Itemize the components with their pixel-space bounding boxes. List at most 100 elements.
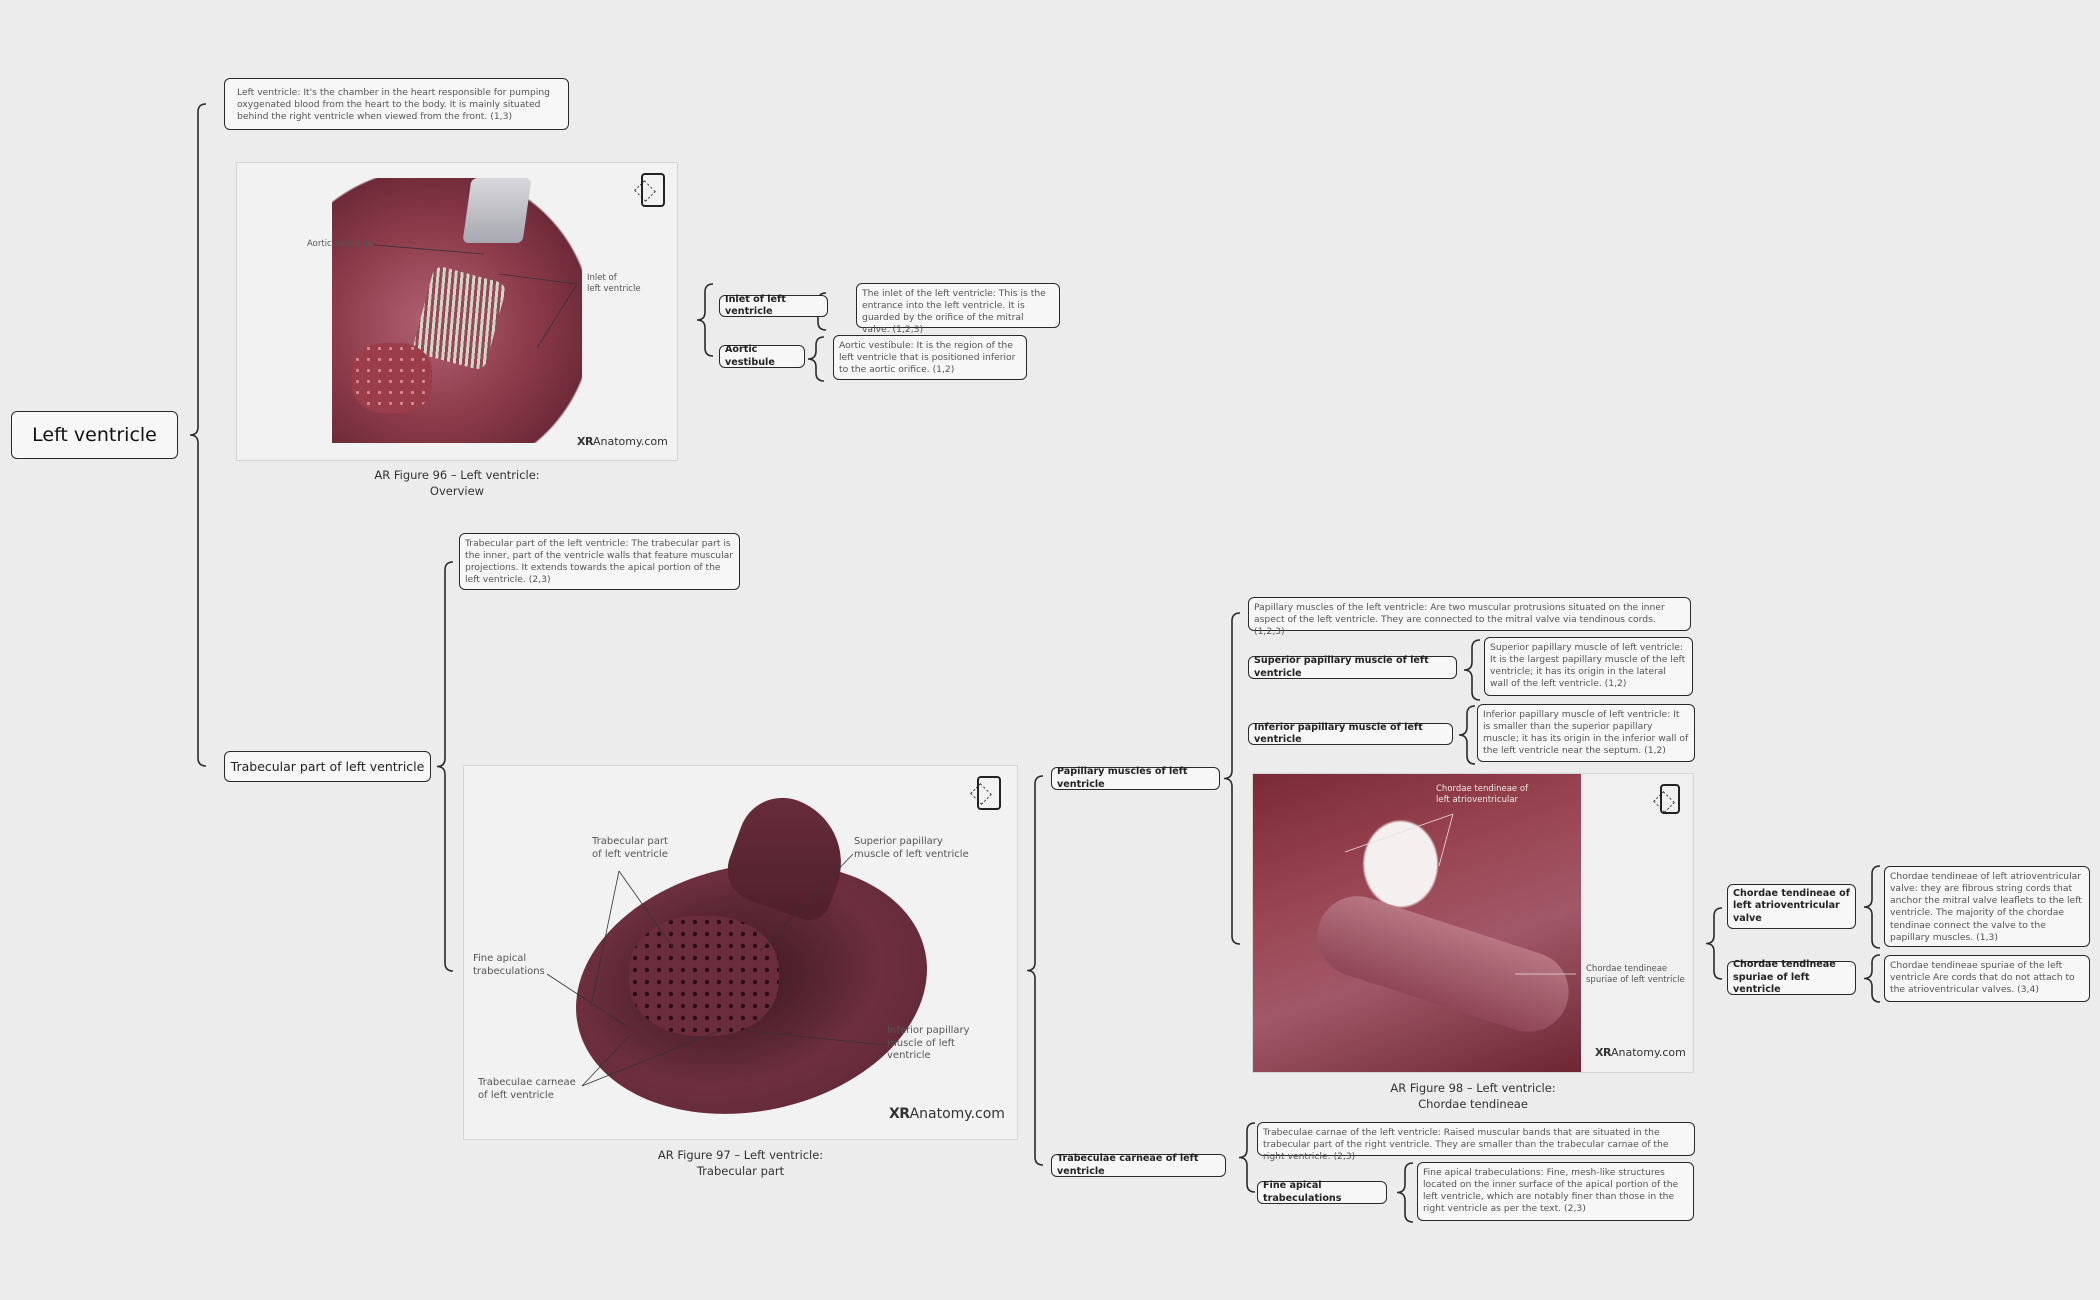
ar-cube-phone-icon[interactable] <box>977 776 1001 810</box>
brace-connector <box>1705 907 1723 980</box>
node-fine-apical[interactable]: Fine apical trabeculations <box>1257 1180 1387 1204</box>
desc-trabecular[interactable]: Trabecular part of the left ventricle: T… <box>459 533 740 590</box>
brace-connector <box>1026 775 1044 1166</box>
node-label: Chordae tendineae spuriae of left ventri… <box>1733 959 1836 996</box>
brace-connector <box>696 283 714 357</box>
node-superior-papillary[interactable]: Superior papillary muscle of left ventri… <box>1248 655 1457 679</box>
desc-text: Superior papillary muscle of left ventri… <box>1490 642 1686 690</box>
caption-l1: AR Figure 98 – Left ventricle: <box>1390 1081 1556 1095</box>
node-papillary-muscles[interactable]: Papillary muscles of left ventricle <box>1051 766 1220 790</box>
l1: Superior papillary <box>854 836 943 847</box>
desc-aortic-vestibule[interactable]: Aortic vestibule: It is the region of th… <box>833 335 1027 380</box>
ar-cube-phone-icon[interactable] <box>1660 784 1680 814</box>
watermark-bold: XR <box>889 1106 910 1122</box>
l2: spuriae of left ventricle <box>1586 974 1685 985</box>
node-inferior-papillary[interactable]: Inferior papillary muscle of left ventri… <box>1248 721 1453 745</box>
overview-description[interactable]: Left ventricle: It's the chamber in the … <box>224 78 569 130</box>
desc-text: Chordae tendineae spuriae of the left ve… <box>1890 960 2075 996</box>
caption-l1: AR Figure 96 – Left ventricle: <box>374 468 540 482</box>
node-label: Trabecular part of left ventricle <box>230 759 425 774</box>
desc-text: Aortic vestibule: It is the region of th… <box>839 340 1016 376</box>
l2: muscle of left ventricle <box>854 848 969 860</box>
leader-lines <box>373 244 578 349</box>
label-inlet-l1: Inlet of <box>587 273 617 283</box>
node-label: Inferior papillary muscle of left ventri… <box>1254 721 1423 745</box>
trabeculae-mesh-graphic <box>629 916 779 1036</box>
l3: ventricle <box>887 1050 931 1061</box>
brace-connector <box>807 336 825 382</box>
caption-l2: Chordae tendineae <box>1418 1097 1528 1112</box>
desc-chordae-av-valve[interactable]: Chordae tendineae of left atrioventricul… <box>1884 866 2090 947</box>
brace-connector <box>1396 1162 1414 1223</box>
watermark-rest: Anatomy.com <box>592 435 668 448</box>
brace-connector <box>1458 705 1476 765</box>
brace-connector <box>1863 954 1881 1003</box>
node-chordae-av-valve[interactable]: Chordae tendineae of left atrioventricul… <box>1727 884 1856 929</box>
node-label: Trabeculae carneae of left ventricle <box>1057 1153 1199 1177</box>
label-inlet-l2: left ventricle <box>587 283 641 294</box>
node-label: Inlet of left ventricle <box>725 293 786 317</box>
desc-text: Trabeculae carnae of the left ventricle:… <box>1263 1127 1669 1163</box>
node-label: Papillary muscles of left ventricle <box>1057 766 1188 790</box>
brace-connector <box>1863 865 1881 949</box>
leader-lines <box>1344 813 1576 975</box>
l1: Inferior papillary <box>887 1025 970 1036</box>
watermark-rest: Anatomy.com <box>909 1106 1005 1122</box>
brace-connector <box>1238 1122 1256 1193</box>
desc-chordae-spuriae[interactable]: Chordae tendineae spuriae of the left ve… <box>1884 955 2090 1002</box>
desc-fine-apical[interactable]: Fine apical trabeculations: Fine, mesh-l… <box>1417 1162 1694 1221</box>
l2: left atrioventricular <box>1436 794 1519 805</box>
node-label: Aortic vestibule <box>725 344 775 368</box>
brace-connector <box>1223 612 1241 945</box>
watermark-rest: Anatomy.com <box>1610 1046 1686 1059</box>
desc-text: Chordae tendineae of left atrioventricul… <box>1890 871 2082 943</box>
desc-text: Papillary muscles of the left ventricle:… <box>1254 602 1665 638</box>
l1: Chordae tendineae <box>1586 964 1668 974</box>
node-aortic-vestibule[interactable]: Aortic vestibule <box>719 344 805 368</box>
brace-connector <box>189 103 207 767</box>
leader-lines <box>546 853 886 1087</box>
l2: of left ventricle <box>592 848 668 860</box>
desc-superior-papillary[interactable]: Superior papillary muscle of left ventri… <box>1484 637 1693 696</box>
node-trabecular-part[interactable]: Trabecular part of left ventricle <box>224 751 431 782</box>
node-label: Chordae tendineae of left atrioventricul… <box>1733 887 1850 924</box>
root-label: Left ventricle <box>32 424 157 446</box>
ar-cube-phone-icon[interactable] <box>641 173 665 207</box>
node-label: Superior papillary muscle of left ventri… <box>1254 655 1429 679</box>
figure-97-caption: AR Figure 97 – Left ventricle:Trabecular… <box>463 1147 1018 1179</box>
desc-text: Inferior papillary muscle of left ventri… <box>1483 709 1689 757</box>
brace-connector <box>436 561 454 972</box>
caption-l1: AR Figure 97 – Left ventricle: <box>657 1148 824 1162</box>
node-chordae-spuriae[interactable]: Chordae tendineae spuriae of left ventri… <box>1727 959 1856 996</box>
node-inlet-of-left-ventricle[interactable]: Inlet of left ventricle <box>719 293 828 317</box>
node-trabeculae-carneae[interactable]: Trabeculae carneae of left ventricle <box>1051 1153 1226 1177</box>
figure-98-caption: AR Figure 98 – Left ventricle: Chordae te… <box>1252 1080 1694 1112</box>
watermark: XRAnatomy.com <box>577 435 668 448</box>
watermark-bold: XR <box>577 435 593 448</box>
l1: Trabecular part <box>592 836 668 847</box>
desc-trabeculae-carneae[interactable]: Trabeculae carnae of the left ventricle:… <box>1257 1122 1695 1162</box>
desc-papillary[interactable]: Papillary muscles of the left ventricle:… <box>1248 597 1691 637</box>
l1: Chordae tendineae of <box>1436 784 1529 794</box>
node-label: Fine apical trabeculations <box>1263 1180 1342 1204</box>
l2: of left ventricle <box>478 1089 554 1101</box>
desc-text: Trabecular part of the left ventricle: T… <box>465 538 734 586</box>
trabeculae-graphic <box>352 343 432 413</box>
l2: trabeculations <box>473 965 545 977</box>
watermark: XRAnatomy.com <box>1595 1046 1686 1059</box>
desc-inlet[interactable]: The inlet of the left ventricle: This is… <box>856 283 1060 335</box>
root-node[interactable]: Left ventricle <box>11 411 178 459</box>
desc-inferior-papillary[interactable]: Inferior papillary muscle of left ventri… <box>1477 704 1695 762</box>
